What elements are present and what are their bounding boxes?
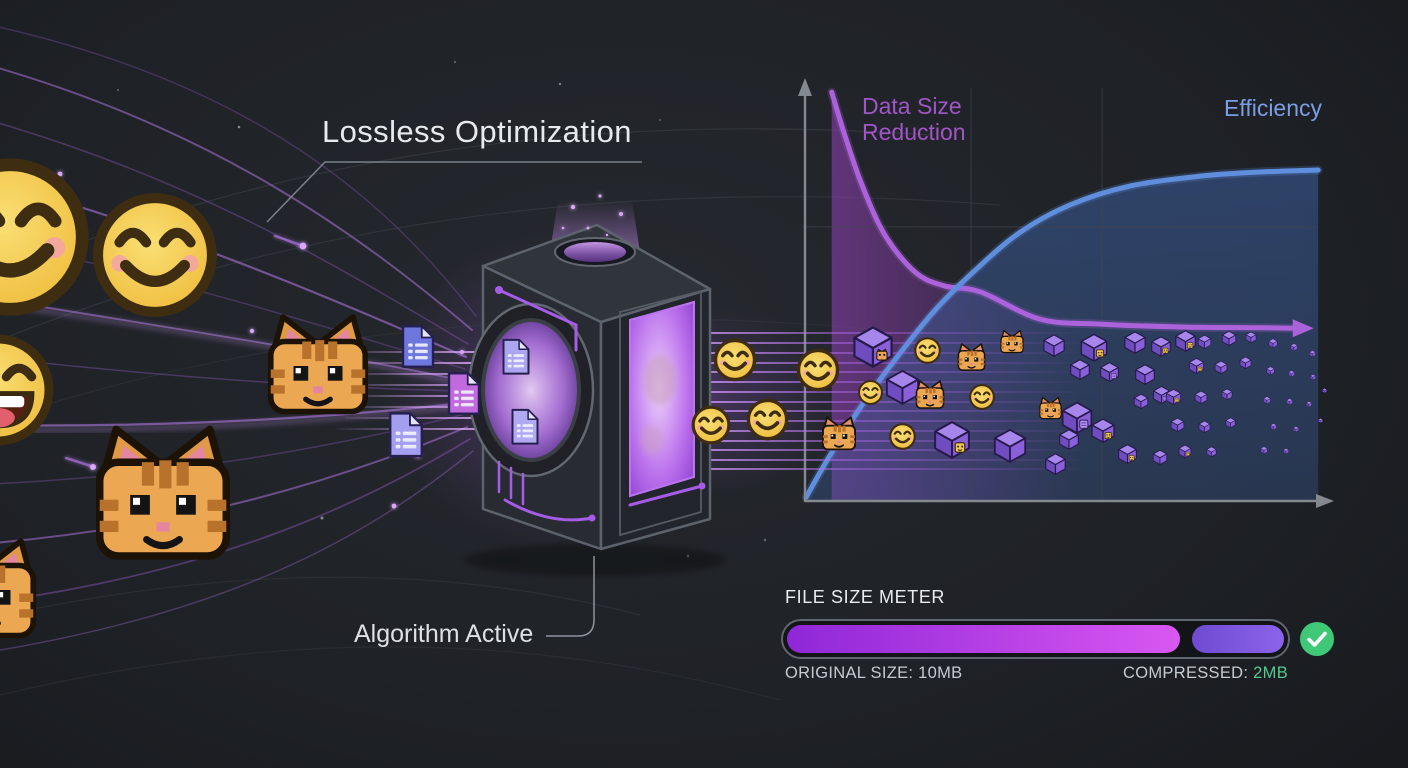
smiley-sprite: [913, 336, 942, 365]
doc-sprite: [401, 325, 435, 368]
page-title: Lossless Optimization: [322, 114, 632, 149]
smiley-sprite: [98, 198, 212, 312]
algorithm-callout-line: [546, 556, 595, 637]
chart-label-data-size-reduction: Data Size Reduction: [862, 93, 966, 145]
title-callout-line: [266, 161, 642, 223]
file-size-meter-bar: [781, 619, 1290, 659]
compressed-size-label: COMPRESSED: 2MB: [1123, 664, 1288, 683]
smiley-sprite: [796, 348, 840, 392]
smiley-sprite: [691, 405, 731, 445]
smiley-sprite: [857, 379, 884, 406]
cat-sprite: [271, 317, 366, 412]
algorithm-status-label: Algorithm Active: [354, 620, 534, 648]
intake-port-glow: [564, 242, 626, 262]
doc-sprite: [447, 372, 481, 415]
compressed-size-text: COMPRESSED:: [1123, 664, 1249, 682]
x-axis-arrow-icon: [1316, 494, 1334, 508]
output-panel-frame: [619, 289, 702, 537]
area-fill-1: [806, 169, 1319, 500]
meter-fill-compressed: [1192, 625, 1284, 653]
meter-fill-original: [787, 625, 1180, 653]
compressed-blobs: [641, 355, 676, 455]
chart-label-efficiency: Efficiency: [1224, 95, 1323, 121]
smiley-sprite: [746, 398, 789, 441]
compressed-size-value: 2MB: [1253, 664, 1288, 682]
reduction-arrow-icon: [1292, 319, 1314, 338]
doc-sprite: [502, 338, 530, 375]
file-size-meter-title: FILE SIZE METER: [785, 587, 946, 607]
checkmark-icon: [1300, 622, 1334, 656]
cube-sprite: [1322, 388, 1327, 393]
callout-lines: [266, 161, 642, 637]
cat-sprite: [0, 541, 33, 636]
smiley-sprite: [713, 338, 757, 382]
meter-track: [787, 625, 1284, 653]
doc-sprite: [388, 412, 424, 458]
intake-sparks: [561, 194, 623, 237]
machine-shadow: [465, 544, 725, 576]
cube-sprite: [1318, 418, 1323, 423]
y-axis-arrow-icon: [798, 78, 812, 96]
doc-sprite: [511, 408, 539, 445]
cat-sprite: [100, 429, 227, 556]
original-size-value: 10MB: [918, 664, 963, 682]
compression-machine: [465, 194, 725, 576]
smiley-sprite: [888, 422, 917, 451]
smiley-sprite: [968, 383, 996, 411]
original-size-label: ORIGINAL SIZE: 10MB: [785, 664, 962, 683]
curve-0: [829, 89, 1298, 331]
smiley-sprite: [0, 165, 82, 310]
machine-circuits: [495, 286, 706, 522]
input-emoji-field: [0, 165, 365, 636]
original-size-text: ORIGINAL SIZE:: [785, 664, 914, 682]
